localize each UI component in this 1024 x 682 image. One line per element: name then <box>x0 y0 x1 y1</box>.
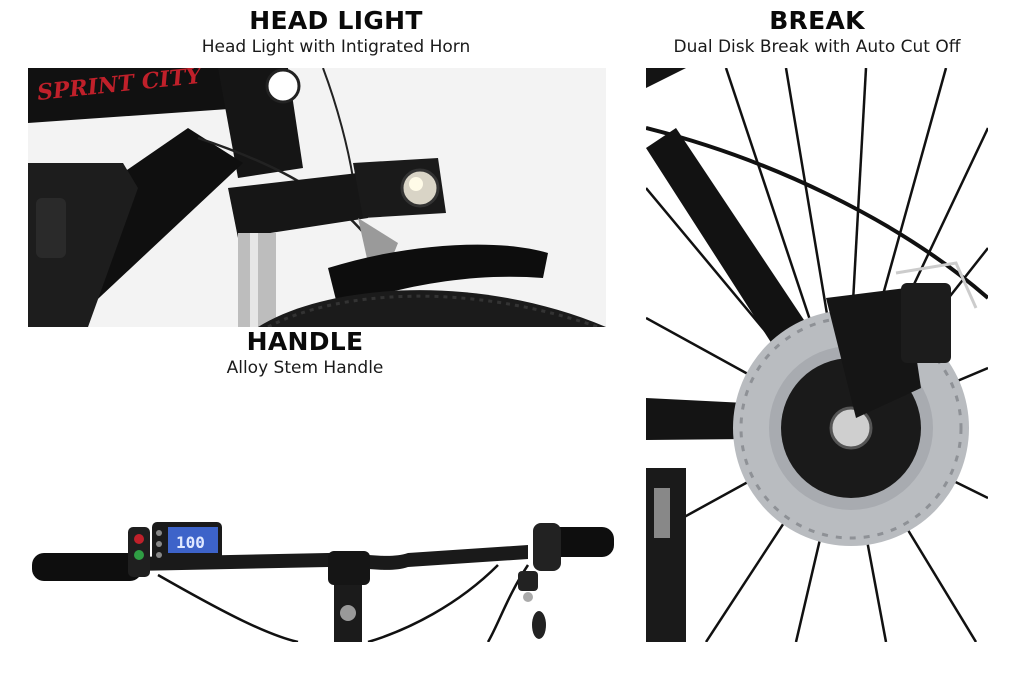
display-reading: 100 <box>176 533 205 552</box>
handle-title: HANDLE <box>246 327 364 356</box>
brake-subtitle: Dual Disk Break with Auto Cut Off <box>673 37 961 57</box>
handle-subtitle: Alloy Stem Handle <box>226 358 384 378</box>
headlight-photo: SPRINT CITY <box>28 68 606 327</box>
headlight-subtitle: Head Light with Intigrated Horn <box>201 37 471 57</box>
handle-photo: 100 <box>28 505 616 642</box>
brake-title: BREAK <box>769 6 865 35</box>
headlight-title: HEAD LIGHT <box>249 6 423 35</box>
brake-photo <box>646 68 988 642</box>
